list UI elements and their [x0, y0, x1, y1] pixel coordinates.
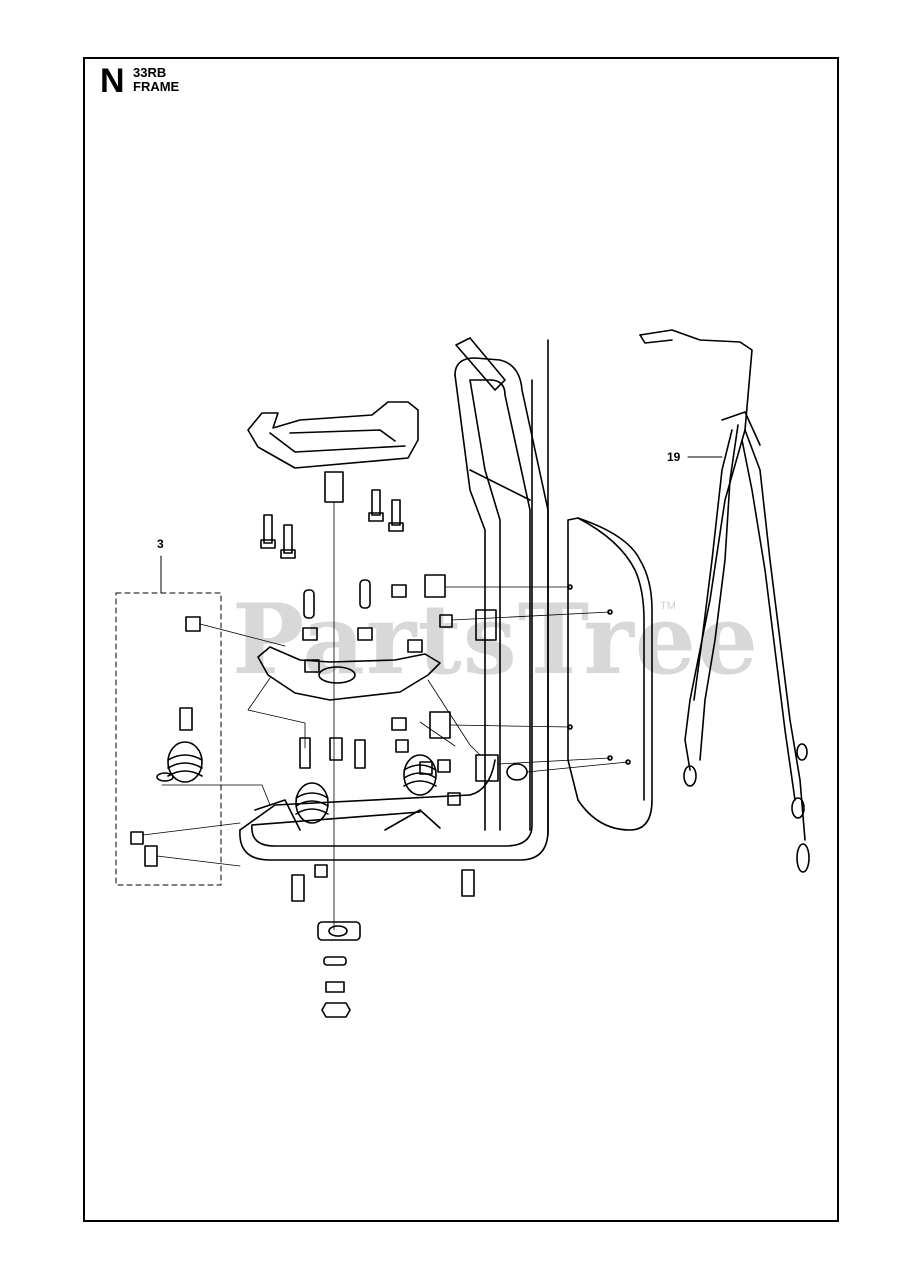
- pad-leaders: [419, 586, 629, 773]
- mount-bolts: [260, 489, 404, 559]
- lower-frame: [239, 339, 549, 861]
- harness-19: [639, 329, 810, 873]
- clamps: [391, 574, 528, 782]
- diagram-title: FRAME: [133, 79, 180, 94]
- kit-box-3: [115, 592, 222, 886]
- kit-leaders: [142, 623, 306, 867]
- diagram-frame: [83, 57, 839, 1222]
- section-letter: N: [100, 62, 125, 100]
- callout-3: 3: [157, 537, 164, 551]
- watermark-trademark: TM: [660, 600, 676, 612]
- back-pad: [567, 517, 653, 831]
- kit-parts-3: [130, 616, 203, 867]
- upright-frame: [454, 337, 549, 836]
- model-number: 33RB: [133, 65, 167, 80]
- pins: [303, 579, 371, 619]
- model-title: 33RB FRAME: [133, 66, 179, 94]
- hub-plate: [257, 627, 441, 701]
- callout-19: 19: [667, 450, 681, 464]
- engine-mount-plate: [247, 401, 419, 931]
- bearing-stack: [317, 921, 361, 1018]
